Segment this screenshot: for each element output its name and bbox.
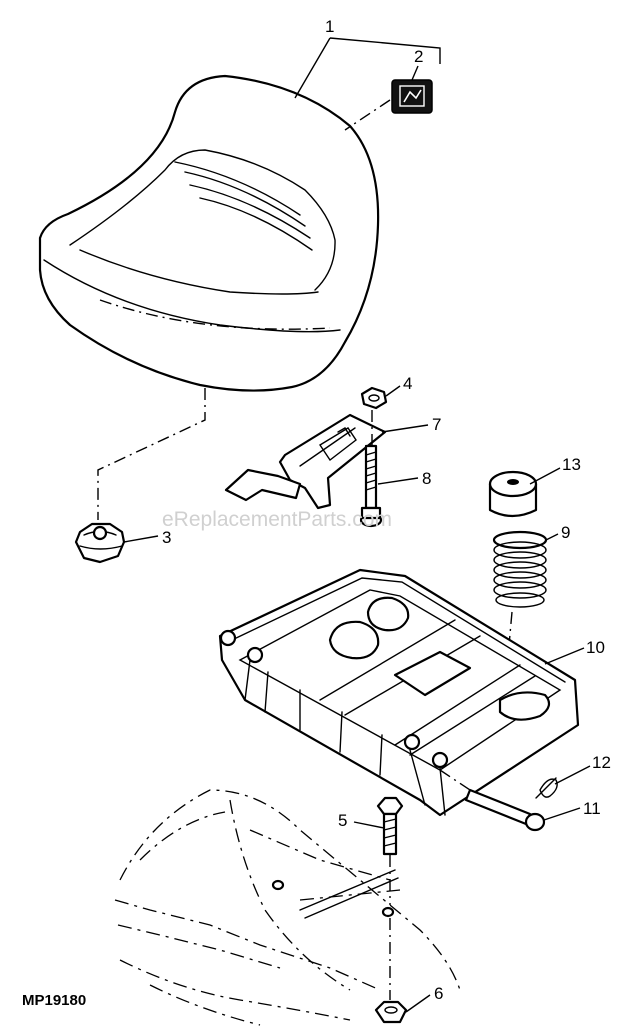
spacer-part-13 xyxy=(488,470,538,518)
callout-13-leader xyxy=(529,467,561,485)
watermark: eReplacementParts.com xyxy=(162,508,392,531)
callout-8: 8 xyxy=(422,469,431,488)
callout-9: 9 xyxy=(561,523,570,542)
bolt-part-5 xyxy=(376,796,404,856)
callout-12: 12 xyxy=(592,753,611,772)
callout-1: 1 xyxy=(325,17,334,36)
callout-5: 5 xyxy=(338,811,347,830)
seat-pan-part-10 xyxy=(218,568,580,817)
pin-part-11 xyxy=(464,788,546,832)
clip-part-12 xyxy=(535,777,558,799)
callout-4-leader xyxy=(385,385,401,397)
bolt-part-8 xyxy=(359,444,383,528)
callout-3: 3 xyxy=(162,528,171,547)
callout-3-leader xyxy=(123,535,159,543)
seat-part-1 xyxy=(38,74,380,392)
callout-1-bracket xyxy=(294,37,441,99)
pin-axis xyxy=(439,769,471,791)
callout-11-leader xyxy=(543,807,581,821)
callout-4: 4 xyxy=(403,374,412,393)
callout-11: 11 xyxy=(583,799,601,818)
callout-10-leader xyxy=(544,647,585,665)
callout-7: 7 xyxy=(432,415,441,434)
callout-9-leader xyxy=(545,533,559,541)
decal-part-2 xyxy=(391,79,433,114)
callout-6-leader xyxy=(405,994,431,1013)
callout-7-leader xyxy=(381,424,429,433)
bumper-leader xyxy=(97,388,206,520)
callout-13: 13 xyxy=(562,455,581,474)
diagram-reference-code: MP19180 xyxy=(22,992,86,1009)
bracket-part-7 xyxy=(224,413,387,510)
callout-12-leader xyxy=(554,765,591,785)
callout-2-leader xyxy=(411,65,419,81)
decal-leader xyxy=(344,99,391,131)
bumper-part-3 xyxy=(74,522,126,564)
callout-8-leader xyxy=(377,477,419,485)
callout-6: 6 xyxy=(434,984,443,1003)
callout-10: 10 xyxy=(586,638,605,657)
callout-5-leader xyxy=(353,821,385,829)
mower-frame-outline xyxy=(114,789,461,1026)
nut-part-6 xyxy=(374,1000,408,1024)
callout-2: 2 xyxy=(414,47,423,66)
nut-part-4 xyxy=(360,386,388,410)
spring-part-9 xyxy=(492,530,548,608)
